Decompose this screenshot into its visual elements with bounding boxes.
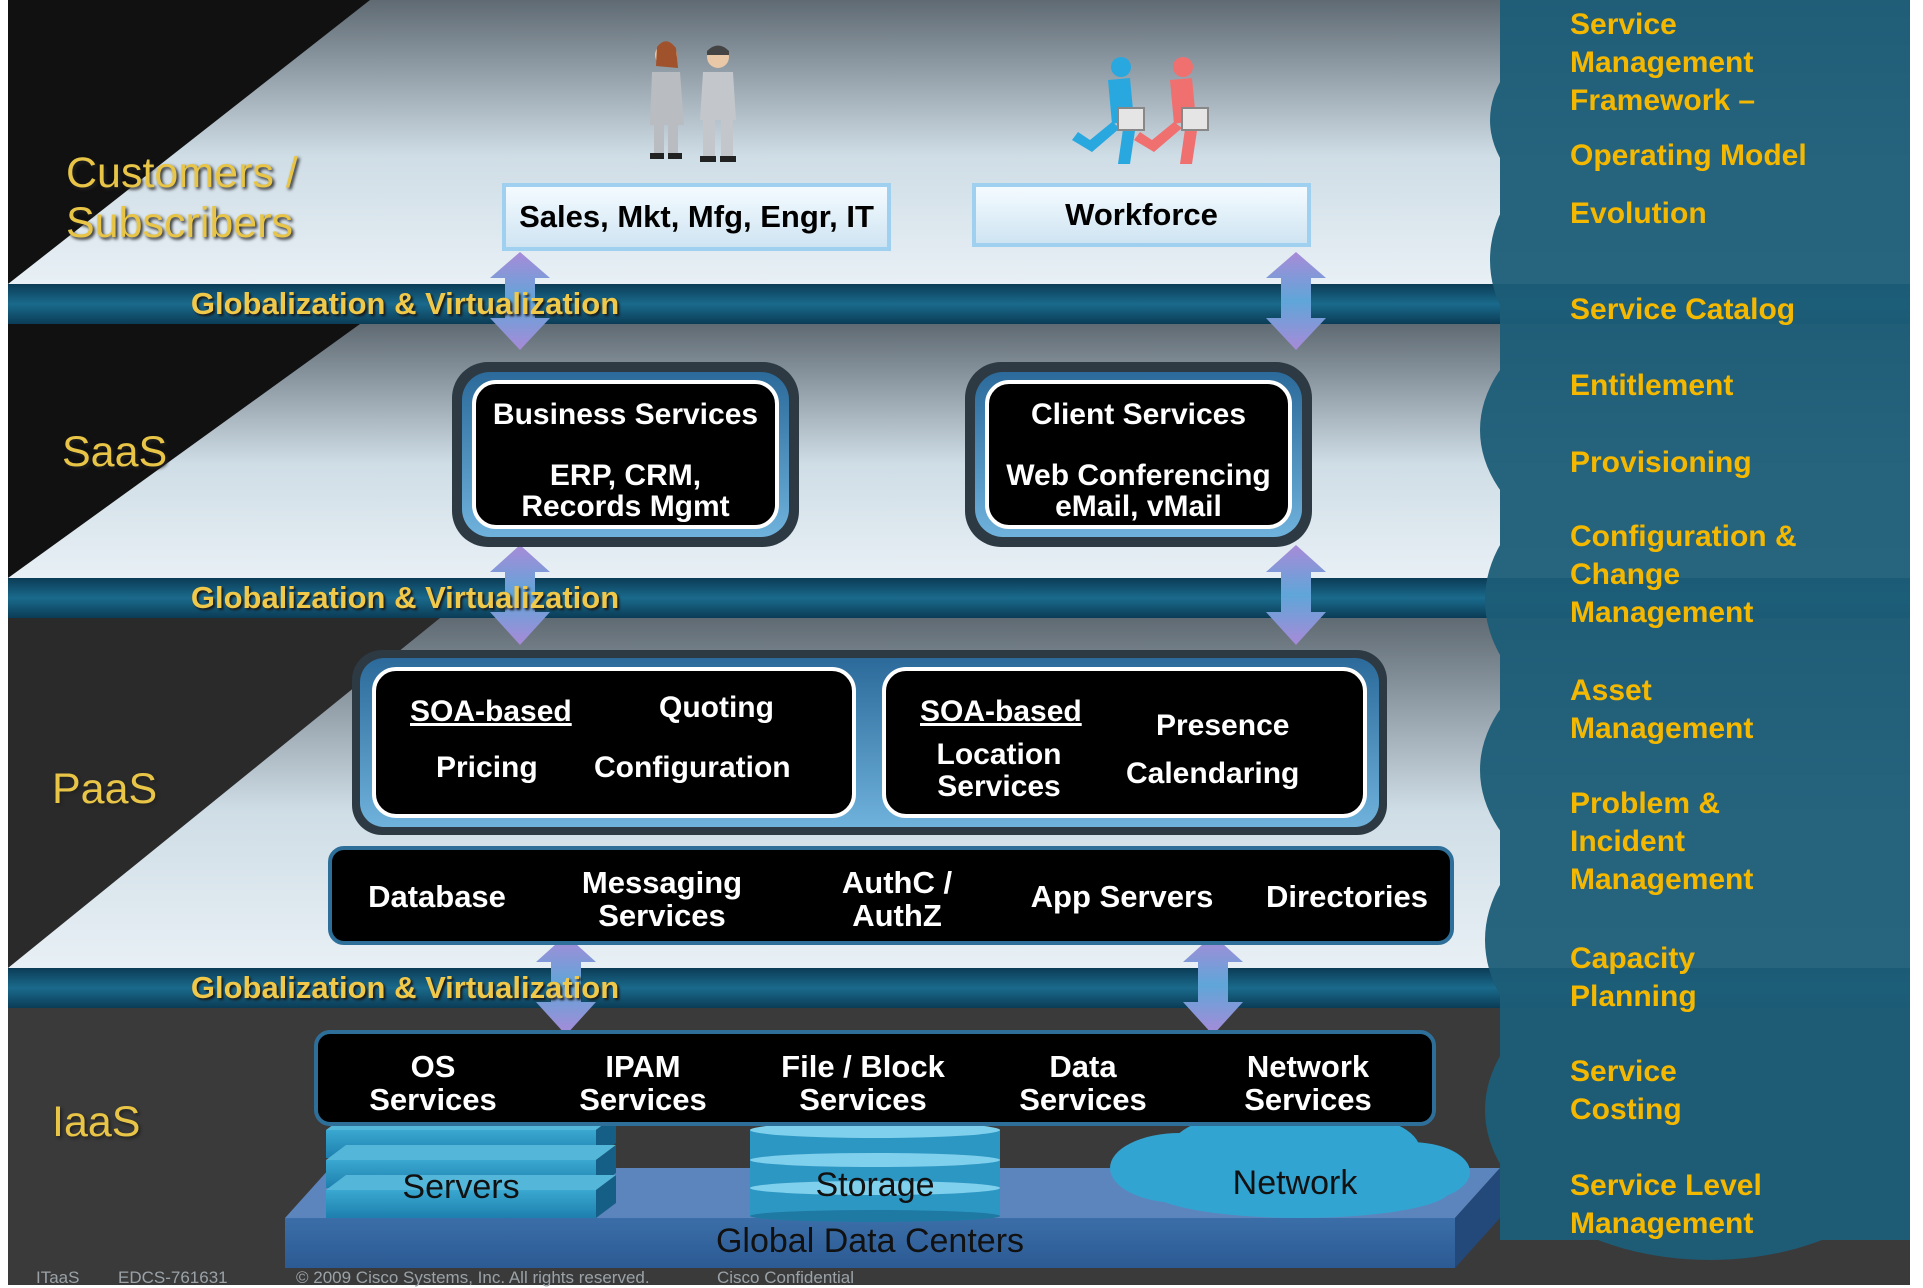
platform-directories: Directories (1247, 880, 1447, 913)
sm-framework: Service Management Framework – (1570, 8, 1756, 117)
platform-database: Database (352, 880, 522, 913)
client-services-title: Client Services (1030, 398, 1247, 431)
soa-location-line-1: Location (936, 738, 1062, 771)
iaas-network-services: Network Services (1203, 1050, 1413, 1116)
iaas-data-line-2: Services (1019, 1082, 1147, 1117)
soa-quoting-label: Quoting (659, 691, 774, 724)
iaas-label: IaaS (52, 1098, 141, 1146)
footer-edcs: EDCS-761631 (118, 1268, 228, 1287)
sm-entitlement: Entitlement (1570, 369, 1734, 402)
client-services-body: Web Conferencing eMail, vMail (989, 460, 1288, 522)
sm-evolution: Evolution (1570, 197, 1707, 230)
platform-app-servers: App Servers (1012, 880, 1232, 913)
platform-authc-line-2: AuthZ (852, 898, 942, 933)
soa-presence-soa-label: SOA-based (920, 695, 1082, 728)
platform-messaging: Messaging Services (552, 866, 772, 932)
platform-messaging-line-1: Messaging (581, 865, 743, 900)
iaas-data-line-1: Data (1049, 1049, 1117, 1084)
global-data-centers-label: Global Data Centers (715, 1222, 1025, 1260)
platform-authc-authz: AuthC / AuthZ (792, 866, 1002, 932)
double-arrows (490, 252, 1326, 1035)
soa-pricing-box: SOA-based Quoting Pricing Configuration (372, 667, 856, 818)
iaas-ipam-services: IPAM Services (548, 1050, 738, 1116)
customer-box-workforce: Workforce (972, 183, 1311, 247)
business-services-line-2: Records Mgmt (521, 490, 730, 523)
sm-service-costing: Service Costing (1570, 1055, 1682, 1126)
customer-box-departments-text: Sales, Mkt, Mfg, Engr, IT (519, 199, 874, 234)
network-cloud-shape (1110, 1114, 1470, 1218)
sm-problem-incident: Problem & Incident Management (1570, 787, 1754, 896)
sm-asset-management: Asset Management (1570, 674, 1754, 745)
sm-service-catalog: Service Catalog (1570, 293, 1796, 326)
paas-platform-bar: Database Messaging Services AuthC / Auth… (328, 846, 1454, 945)
servers-label: Servers (402, 1168, 520, 1206)
iaas-os-services: OS Services (338, 1050, 528, 1116)
iaas-os-line-1: OS (410, 1049, 456, 1084)
footer-confidential: Cisco Confidential (717, 1268, 855, 1287)
iaas-ipam-line-2: Services (579, 1082, 707, 1117)
soa-pricing-label: Pricing (436, 751, 538, 784)
business-people-figure (650, 41, 736, 162)
iaas-os-line-2: Services (369, 1082, 497, 1117)
soa-pricing-soa-label: SOA-based (410, 695, 572, 728)
platform-database-label: Database (368, 879, 506, 914)
footer-copyright: © 2009 Cisco Systems, Inc. All rights re… (296, 1268, 650, 1287)
sm-capacity-planning: Capacity Planning (1570, 942, 1697, 1013)
soa-configuration-label: Configuration (594, 751, 791, 784)
iaas-file-block-line-1: File / Block (781, 1049, 945, 1084)
platform-messaging-line-2: Services (598, 898, 726, 933)
globalization-virtualization-band-2: Globalization & Virtualization (190, 580, 620, 615)
soa-location-services: Location Services (924, 739, 1074, 803)
sm-provisioning: Provisioning (1570, 446, 1752, 479)
sm-configuration-change: Configuration & Change Management (1570, 520, 1797, 629)
iaas-file-block-line-2: Services (799, 1082, 927, 1117)
customers-subscribers-label: Customers / Subscribers (66, 149, 298, 247)
customer-box-workforce-text: Workforce (1065, 197, 1218, 232)
soa-presence-box: SOA-based Location Services Presence Cal… (882, 667, 1367, 818)
network-label: Network (1232, 1164, 1358, 1202)
globalization-virtualization-band-3: Globalization & Virtualization (190, 970, 620, 1005)
soa-calendaring-label: Calendaring (1126, 757, 1300, 790)
client-services-box: Client Services Web Conferencing eMail, … (985, 380, 1292, 529)
platform-app-servers-label: App Servers (1030, 879, 1214, 914)
soa-location-line-2: Services (937, 770, 1061, 803)
footer-itaas: ITaaS (36, 1268, 80, 1287)
business-services-box: Business Services ERP, CRM, Records Mgmt (472, 380, 779, 529)
soa-presence-label: Presence (1156, 709, 1290, 742)
platform-authc-line-1: AuthC / (841, 865, 953, 900)
client-services-line-1: Web Conferencing (1006, 459, 1271, 492)
iaas-network-line-2: Services (1244, 1082, 1372, 1117)
customer-box-departments: Sales, Mkt, Mfg, Engr, IT (502, 183, 891, 251)
storage-label: Storage (815, 1166, 935, 1204)
service-management-cloud (1480, 0, 1923, 1260)
platform-directories-label: Directories (1266, 879, 1428, 914)
iaas-services-bar: OS Services IPAM Services File / Block S… (314, 1030, 1436, 1126)
client-services-line-2: eMail, vMail (1055, 490, 1222, 523)
business-services-line-1: ERP, CRM, (549, 459, 702, 492)
business-services-title: Business Services (492, 398, 759, 431)
globalization-virtualization-band-1: Globalization & Virtualization (190, 286, 620, 321)
storage-disks (750, 1122, 1000, 1222)
saas-label: SaaS (62, 428, 168, 476)
sm-operating-model: Operating Model (1570, 139, 1807, 172)
iaas-network-line-1: Network (1246, 1049, 1370, 1084)
paas-label: PaaS (52, 765, 158, 813)
iaas-file-block-services: File / Block Services (753, 1050, 973, 1116)
iaas-data-services: Data Services (988, 1050, 1178, 1116)
sm-service-level: Service Level Management (1570, 1169, 1762, 1240)
running-workforce-figure (1072, 57, 1209, 164)
iaas-ipam-line-1: IPAM (605, 1049, 681, 1084)
business-services-body: ERP, CRM, Records Mgmt (476, 460, 775, 522)
